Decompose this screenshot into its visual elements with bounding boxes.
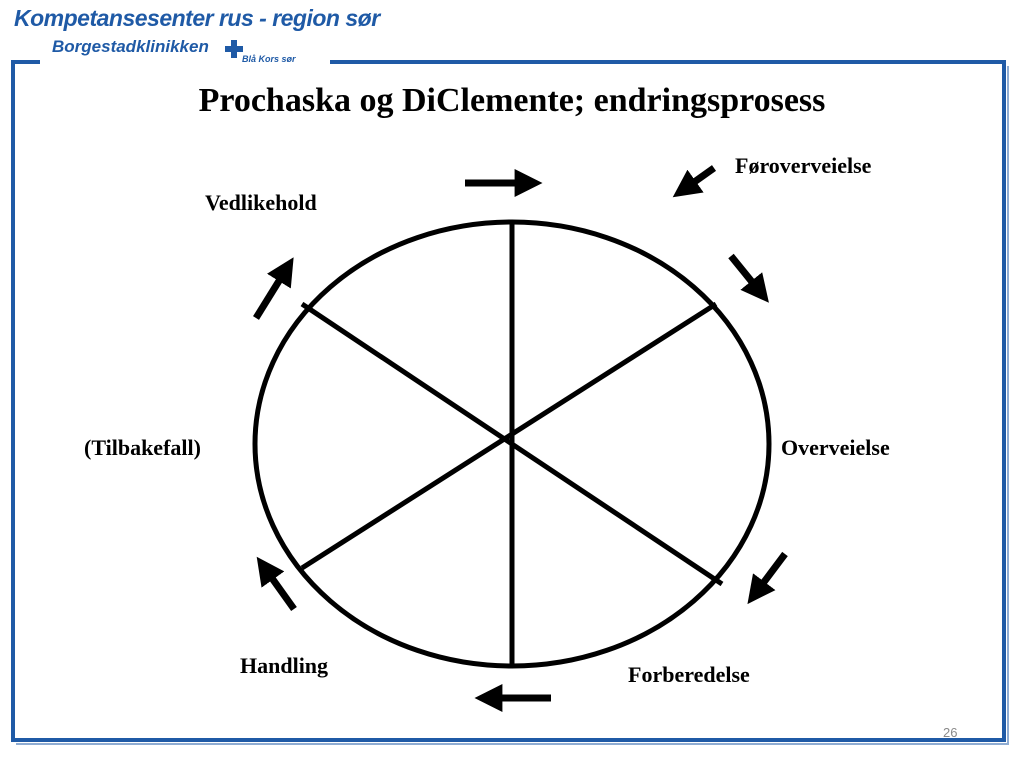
frame-shadow: [16, 66, 1009, 745]
frame-outline: [11, 60, 1006, 742]
stage-label-contemplation: Overveielse: [781, 435, 890, 460]
arrow-upper-right-1-icon: [672, 165, 717, 198]
arrow-upper-right-2-icon: [728, 253, 769, 303]
stage-label-relapse: (Tilbakefall): [84, 435, 201, 460]
partner-name: Blå Kors sør: [242, 54, 296, 64]
cross-icon: [225, 40, 243, 58]
arrow-lower-left-icon: [256, 556, 297, 612]
arrow-lower-right-icon: [747, 551, 788, 605]
spoke-diagonal-2: [300, 301, 718, 571]
org-name: Kompetansesenter rus - region sør: [14, 5, 380, 31]
stage-label-action: Handling: [240, 653, 329, 678]
stage-label-preparation: Forberedelse: [628, 662, 750, 687]
slide-title: Prochaska og DiClemente; endringsprosess: [198, 82, 826, 119]
slide-number: 26: [943, 725, 958, 740]
arrow-upper-left-icon: [253, 257, 294, 320]
stage-label-maintenance: Vedlikehold: [205, 190, 317, 215]
stage-label-precontemplation: Føroverveielse: [735, 153, 872, 178]
spoke-diagonal-1: [300, 301, 724, 587]
clinic-name: Borgestadklinikken: [52, 37, 209, 56]
